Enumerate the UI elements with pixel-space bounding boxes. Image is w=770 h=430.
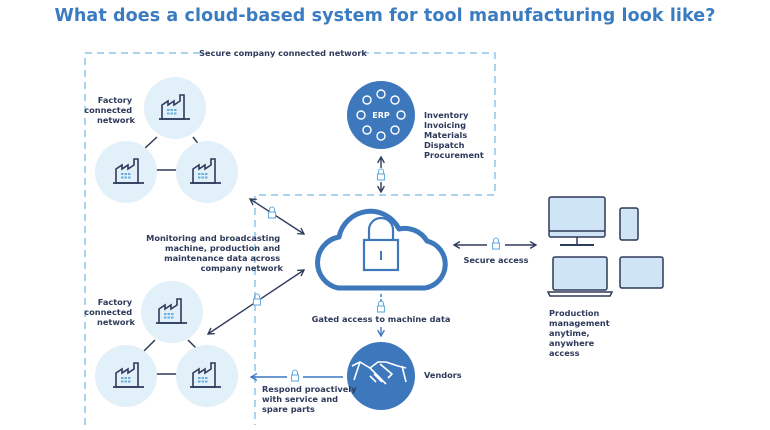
tablet-icon — [619, 256, 664, 289]
respond-label: Respond proactively with service and spa… — [262, 384, 359, 414]
lock-icon — [252, 293, 262, 306]
erp-node: ERP — [347, 81, 415, 149]
factory-network-top — [95, 77, 238, 203]
laptop-icon — [546, 256, 614, 297]
phone-icon — [619, 207, 639, 241]
secure-access-label: Secure access — [463, 255, 528, 265]
lock-icon — [376, 300, 386, 313]
cloud-node — [315, 208, 448, 291]
handshake-icon — [351, 361, 407, 385]
page-title: What does a cloud-based system for tool … — [54, 6, 716, 26]
lock-icon — [376, 168, 386, 181]
factory-network-bottom — [95, 281, 238, 407]
vendors-label: Vendors — [424, 370, 462, 380]
lock-icon — [267, 206, 277, 219]
vendors-node — [347, 342, 415, 410]
factory-top-label: Factory connected network — [84, 95, 135, 125]
arrow-cloud-top-factories — [248, 198, 306, 235]
production-label: Production management anytime, anywhere … — [549, 308, 613, 358]
lock-icon — [362, 216, 400, 272]
monitor-icon — [548, 196, 606, 246]
erp-items: Inventory Invoicing Materials Dispatch P… — [424, 110, 484, 160]
devices — [546, 196, 664, 297]
monitoring-label: Monitoring and broadcasting machine, pro… — [146, 233, 283, 273]
gated-label: Gated access to machine data — [312, 314, 451, 324]
factory-bottom-label: Factory connected network — [84, 297, 135, 327]
lock-icon — [491, 237, 501, 250]
erp-label: ERP — [372, 111, 390, 120]
network-label: Secure company connected network — [199, 48, 367, 58]
lock-icon — [290, 369, 300, 382]
